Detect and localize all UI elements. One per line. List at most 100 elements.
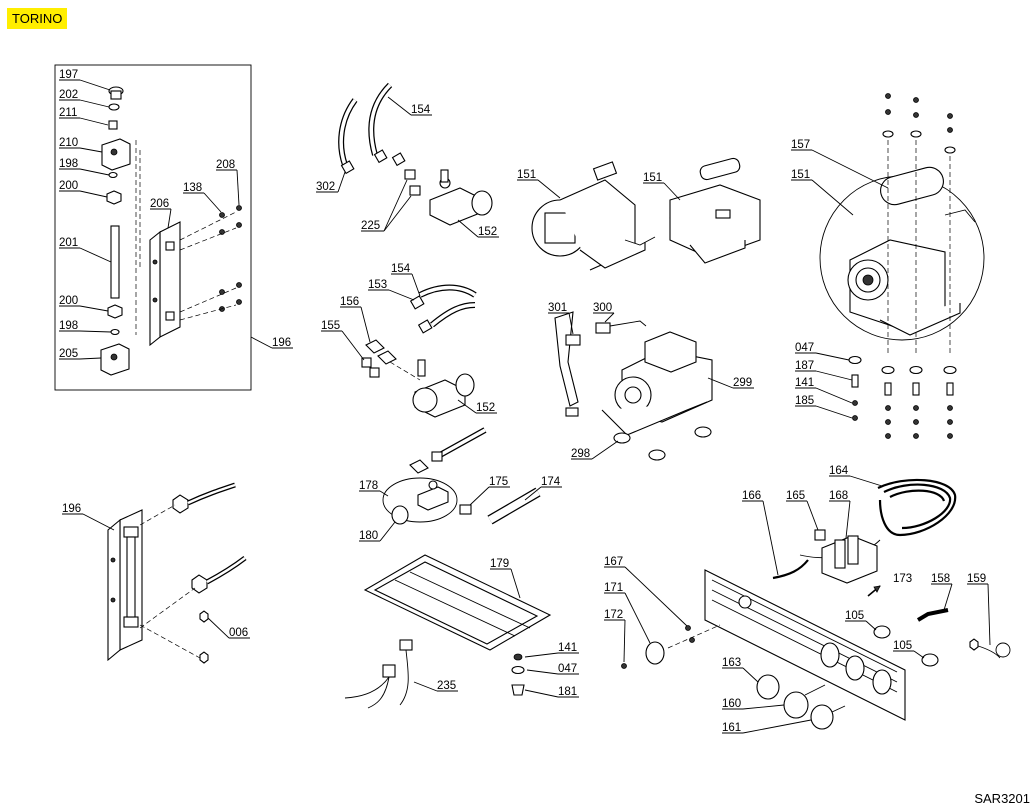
label-302: 302	[316, 181, 335, 193]
part-164-coil	[877, 478, 957, 537]
drawing-code: SAR3201	[974, 791, 1030, 806]
label-179: 179	[490, 558, 509, 570]
label-300: 300	[593, 302, 612, 314]
front-panel	[704, 569, 906, 721]
part-160-gauge	[783, 691, 809, 719]
label-235: 235	[437, 680, 456, 692]
label-168: 168	[829, 490, 848, 502]
part-181-fuse	[511, 684, 525, 696]
group-frame	[54, 64, 252, 391]
part-301-cable	[554, 311, 579, 407]
label-161: 161	[722, 722, 741, 734]
part-300-connector	[595, 322, 611, 334]
label-198a: 198	[59, 158, 78, 170]
label-105b: 105	[893, 640, 912, 652]
label-151a: 151	[517, 169, 536, 181]
motor-151-front	[531, 161, 656, 271]
part-163-gauge	[756, 674, 780, 700]
part-158-tube	[916, 608, 949, 622]
part-211	[108, 120, 118, 130]
part-200b-nut	[107, 304, 123, 319]
part-180-bulb	[391, 505, 409, 525]
pump-top-group	[338, 82, 493, 226]
label-138: 138	[183, 182, 202, 194]
label-211: 211	[59, 107, 77, 119]
label-151c: 151	[791, 169, 810, 181]
part-298-foot	[613, 432, 631, 444]
label-159: 159	[967, 573, 986, 585]
label-202: 202	[59, 89, 78, 101]
label-157: 157	[791, 139, 810, 151]
label-154a: 154	[411, 104, 431, 116]
label-141b: 141	[558, 642, 577, 654]
label-105a: 105	[845, 610, 864, 622]
part-166-probe	[772, 559, 809, 580]
label-206: 206	[150, 198, 169, 210]
bracket-196-group	[107, 482, 247, 664]
part-198-ring	[108, 171, 118, 179]
pump-middle-group	[361, 284, 477, 418]
label-197: 197	[59, 69, 78, 81]
part-235-harness	[382, 664, 396, 678]
label-154b: 154	[391, 263, 411, 275]
part-174-tube	[488, 488, 540, 524]
label-156: 156	[340, 296, 359, 308]
label-151b: 151	[643, 172, 662, 184]
part-198b-ring	[110, 328, 120, 336]
label-165: 165	[786, 490, 805, 502]
label-187: 187	[795, 360, 814, 372]
label-153: 153	[368, 279, 387, 291]
label-225: 225	[361, 220, 380, 232]
part-161-gauge	[810, 704, 834, 730]
label-158: 158	[931, 573, 950, 585]
label-196a: 196	[272, 337, 291, 349]
label-178: 178	[359, 480, 378, 492]
label-181: 181	[558, 686, 577, 698]
label-205: 205	[59, 348, 78, 360]
label-298: 298	[571, 448, 590, 460]
part-105b-nut	[921, 653, 939, 667]
label-201: 201	[59, 237, 78, 249]
sight-glass-group	[54, 64, 252, 391]
label-163: 163	[722, 657, 741, 669]
label-200a: 200	[59, 180, 78, 192]
label-172: 172	[604, 609, 623, 621]
part-165-lamp	[814, 529, 826, 541]
label-174: 174	[541, 476, 561, 488]
label-180: 180	[359, 530, 378, 542]
part-208-screws	[219, 205, 242, 312]
label-047b: 047	[558, 663, 577, 675]
part-178-highlight	[382, 477, 458, 523]
label-155: 155	[321, 320, 340, 332]
control-panel-group	[621, 478, 1011, 730]
part-201-tube	[110, 225, 120, 299]
label-175: 175	[489, 476, 508, 488]
label-198b: 198	[59, 320, 78, 332]
part-175-fitting	[459, 504, 472, 515]
part-200-nut	[106, 190, 122, 205]
part-105a-nut	[873, 625, 891, 639]
label-167: 167	[604, 556, 623, 568]
label-006: 006	[229, 627, 248, 639]
label-185: 185	[795, 395, 814, 407]
label-160: 160	[722, 698, 741, 710]
part-171-knob	[645, 641, 665, 665]
part-157-capacitor	[880, 166, 944, 206]
motor-151-rear	[669, 157, 761, 264]
valve-group	[382, 427, 541, 525]
label-164: 164	[829, 465, 849, 477]
label-171: 171	[604, 582, 623, 594]
label-047a: 047	[795, 342, 814, 354]
label-208: 208	[216, 159, 235, 171]
heater-179-group	[344, 554, 552, 709]
label-141a: 141	[795, 377, 814, 389]
label-152a: 152	[478, 226, 497, 238]
label-166: 166	[742, 490, 761, 502]
motor-299-group	[554, 311, 713, 461]
part-225-fitting	[404, 169, 416, 180]
label-299: 299	[733, 377, 752, 389]
part-156-elbow	[365, 339, 385, 354]
label-301: 301	[548, 302, 567, 314]
label-196b: 196	[62, 503, 81, 515]
